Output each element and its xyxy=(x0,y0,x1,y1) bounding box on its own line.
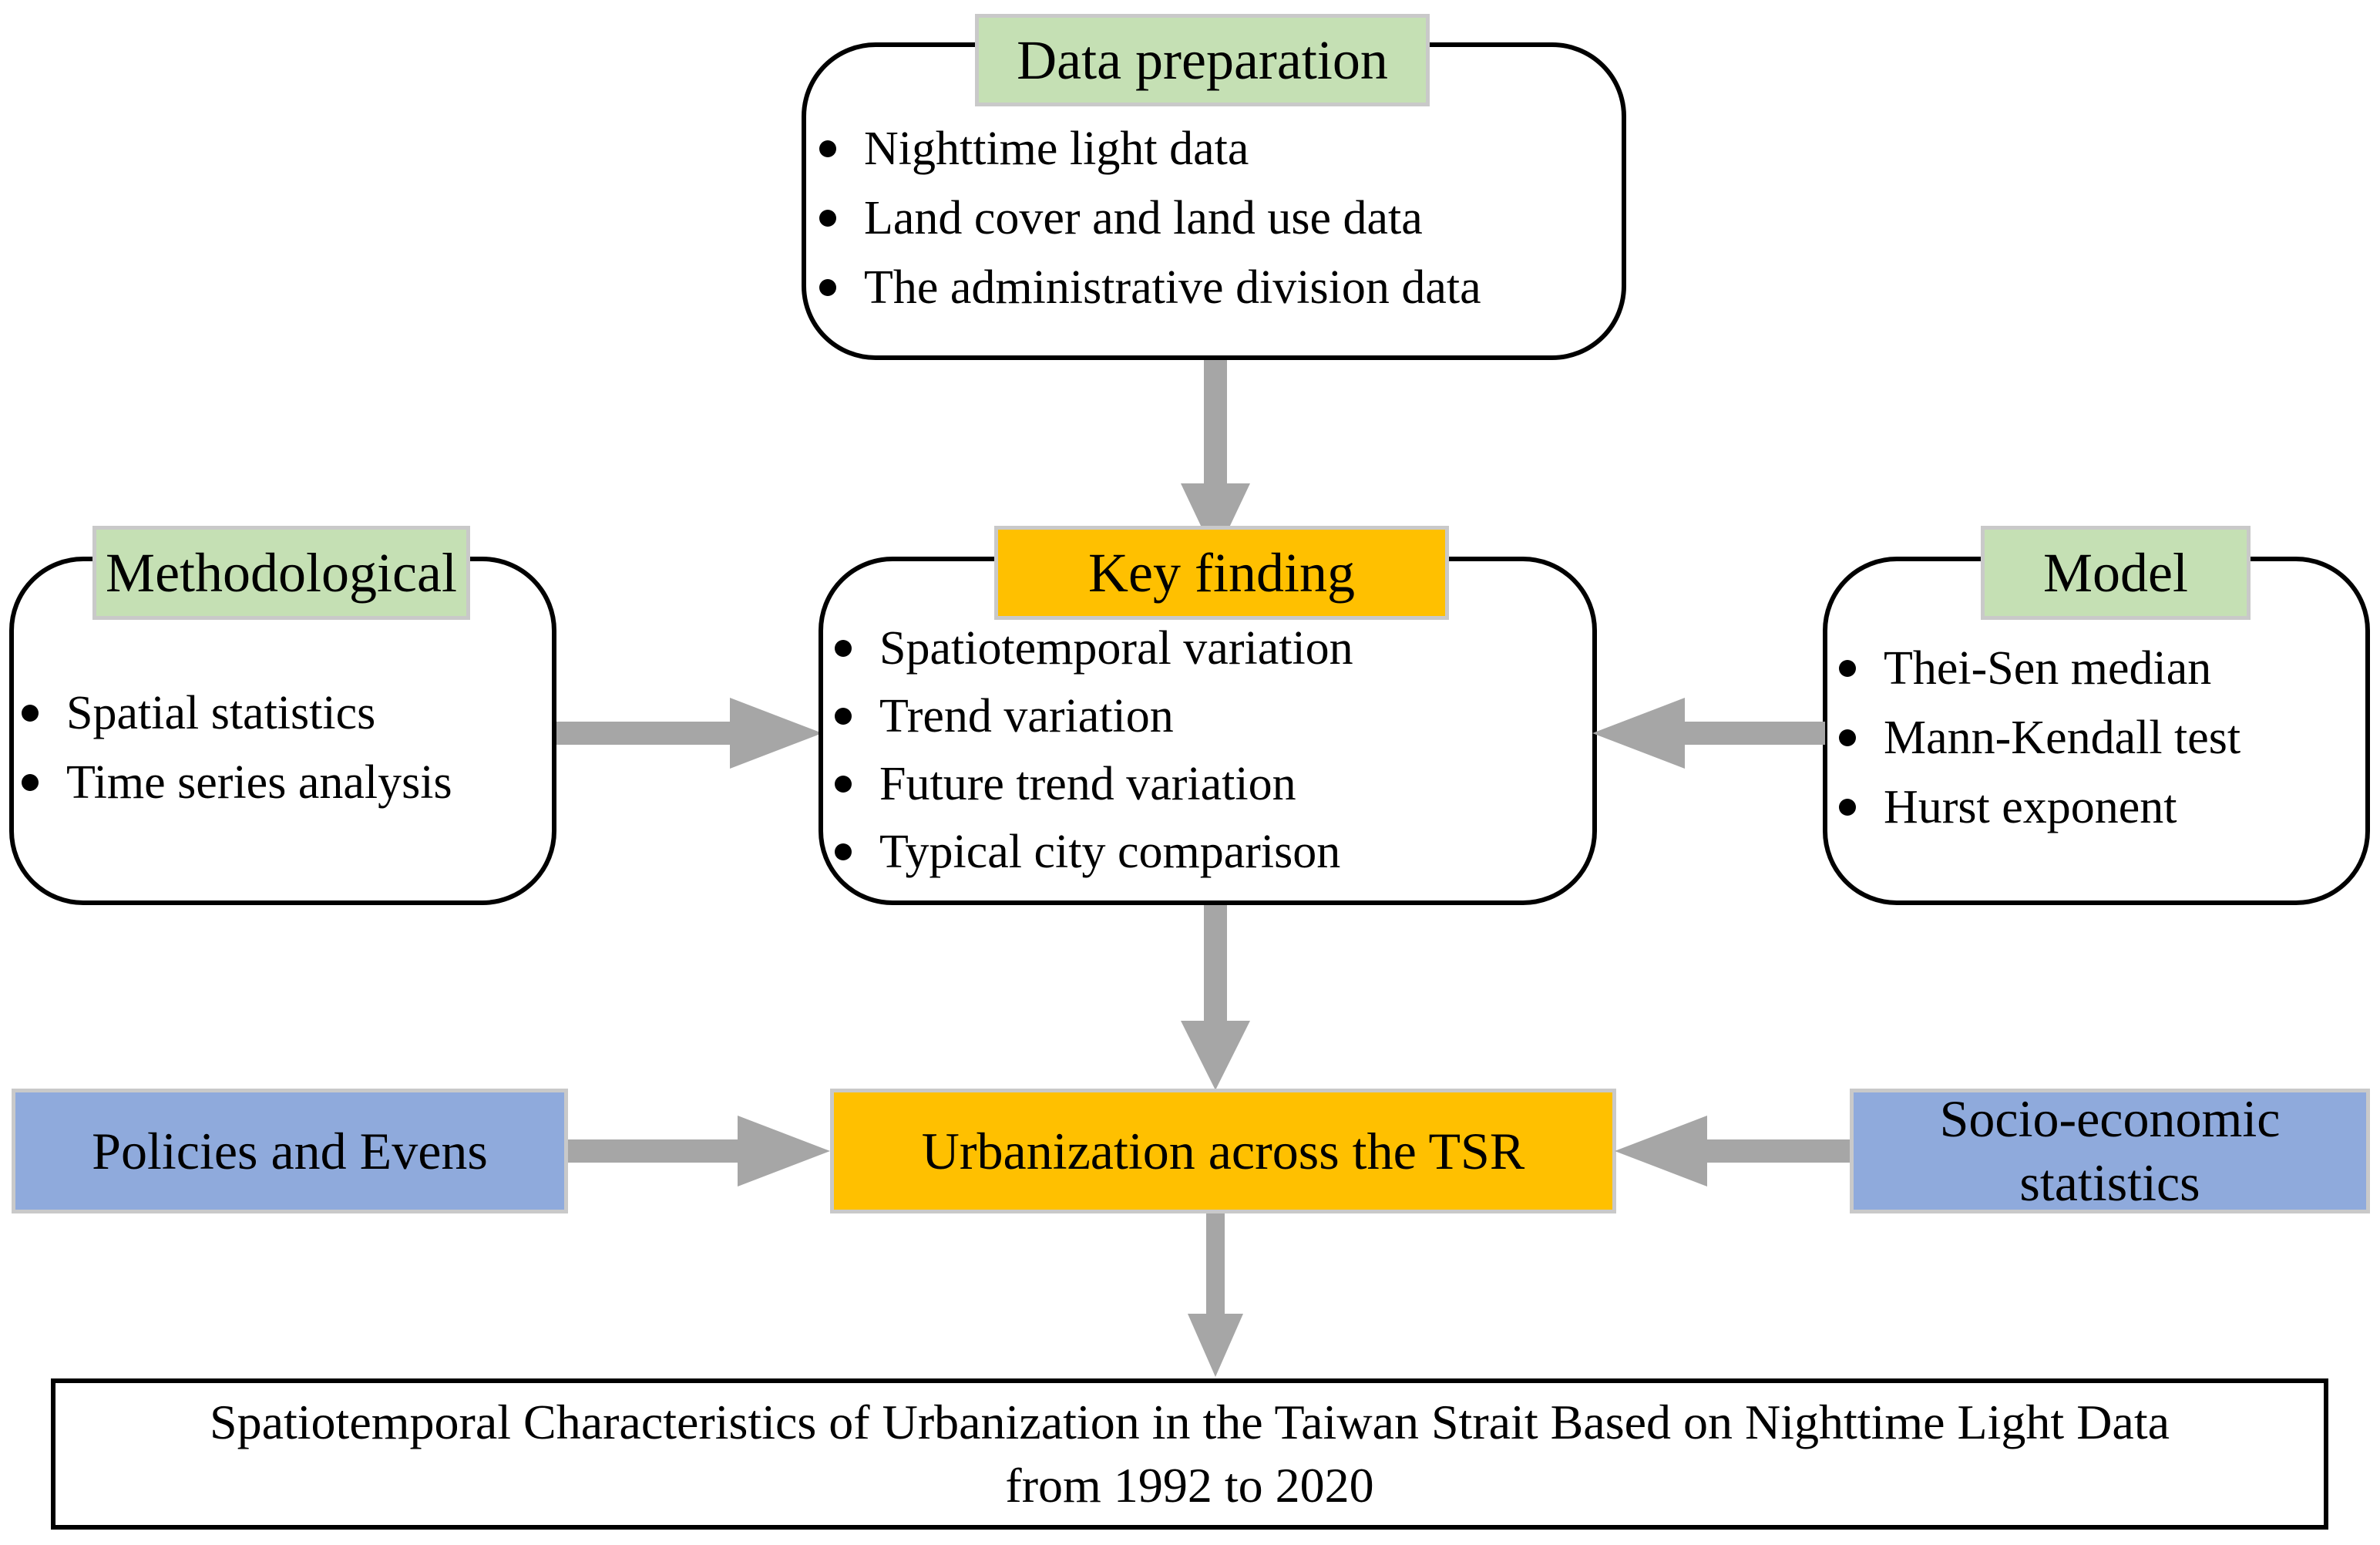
node-model-label-text: Model xyxy=(2043,541,2188,604)
list-item: Trend variation xyxy=(829,682,1592,750)
node-data-preparation-label-text: Data preparation xyxy=(1017,29,1388,91)
list-item: Typical city comparison xyxy=(829,818,1592,886)
arrow-policies-to-urbanization xyxy=(568,1116,830,1187)
node-policies-and-evens[interactable]: Policies and Evens xyxy=(12,1089,568,1213)
arrow-data-preparation-to-key-finding xyxy=(1181,360,1250,557)
list-item: Thei-Sen median xyxy=(1833,634,2365,703)
node-urbanization-label: Urbanization across the TSR xyxy=(921,1121,1525,1180)
arrow-socio-economic-to-urbanization xyxy=(1615,1116,1850,1187)
arrow-key-finding-to-urbanization xyxy=(1181,905,1250,1090)
node-key-finding-label-text: Key finding xyxy=(1088,541,1355,604)
title-line-2: from 1992 to 2020 xyxy=(1005,1458,1374,1513)
node-socio-economic-statistics-label: Socio-economic statistics xyxy=(1939,1089,2281,1212)
node-key-finding-list: Spatiotemporal variation Trend variation… xyxy=(829,614,1592,886)
list-item: Time series analysis xyxy=(15,748,547,817)
arrow-methodological-to-key-finding xyxy=(556,698,822,769)
list-item: Hurst exponent xyxy=(1833,772,2365,842)
title-line-1: Spatiotemporal Characteristics of Urbani… xyxy=(209,1395,2170,1450)
list-item: Land cover and land use data xyxy=(813,183,1615,253)
arrow-urbanization-to-title xyxy=(1188,1213,1243,1377)
node-urbanization[interactable]: Urbanization across the TSR xyxy=(830,1089,1616,1213)
node-socio-economic-statistics[interactable]: Socio-economic statistics xyxy=(1850,1089,2370,1213)
node-model-list: Thei-Sen median Mann-Kendall test Hurst … xyxy=(1833,634,2365,842)
list-item: Spatiotemporal variation xyxy=(829,614,1592,682)
node-key-finding-label: Key finding xyxy=(994,526,1449,620)
list-item: Nighttime light data xyxy=(813,114,1615,183)
list-item: Spatial statistics xyxy=(15,678,547,748)
list-item: Mann-Kendall test xyxy=(1833,703,2365,772)
list-item: The administrative division data xyxy=(813,253,1615,322)
list-item: Future trend variation xyxy=(829,750,1592,818)
node-methodological-label-text: Methodological xyxy=(106,541,457,604)
arrow-model-to-key-finding xyxy=(1592,698,1825,769)
title-box: Spatiotemporal Characteristics of Urbani… xyxy=(51,1378,2328,1530)
node-policies-and-evens-label: Policies and Evens xyxy=(92,1121,488,1180)
node-methodological-list: Spatial statistics Time series analysis xyxy=(15,678,547,817)
node-methodological-label: Methodological xyxy=(92,526,470,620)
node-model-label: Model xyxy=(1981,526,2251,620)
node-data-preparation-list: Nighttime light data Land cover and land… xyxy=(813,114,1615,322)
node-data-preparation-label: Data preparation xyxy=(975,14,1430,106)
